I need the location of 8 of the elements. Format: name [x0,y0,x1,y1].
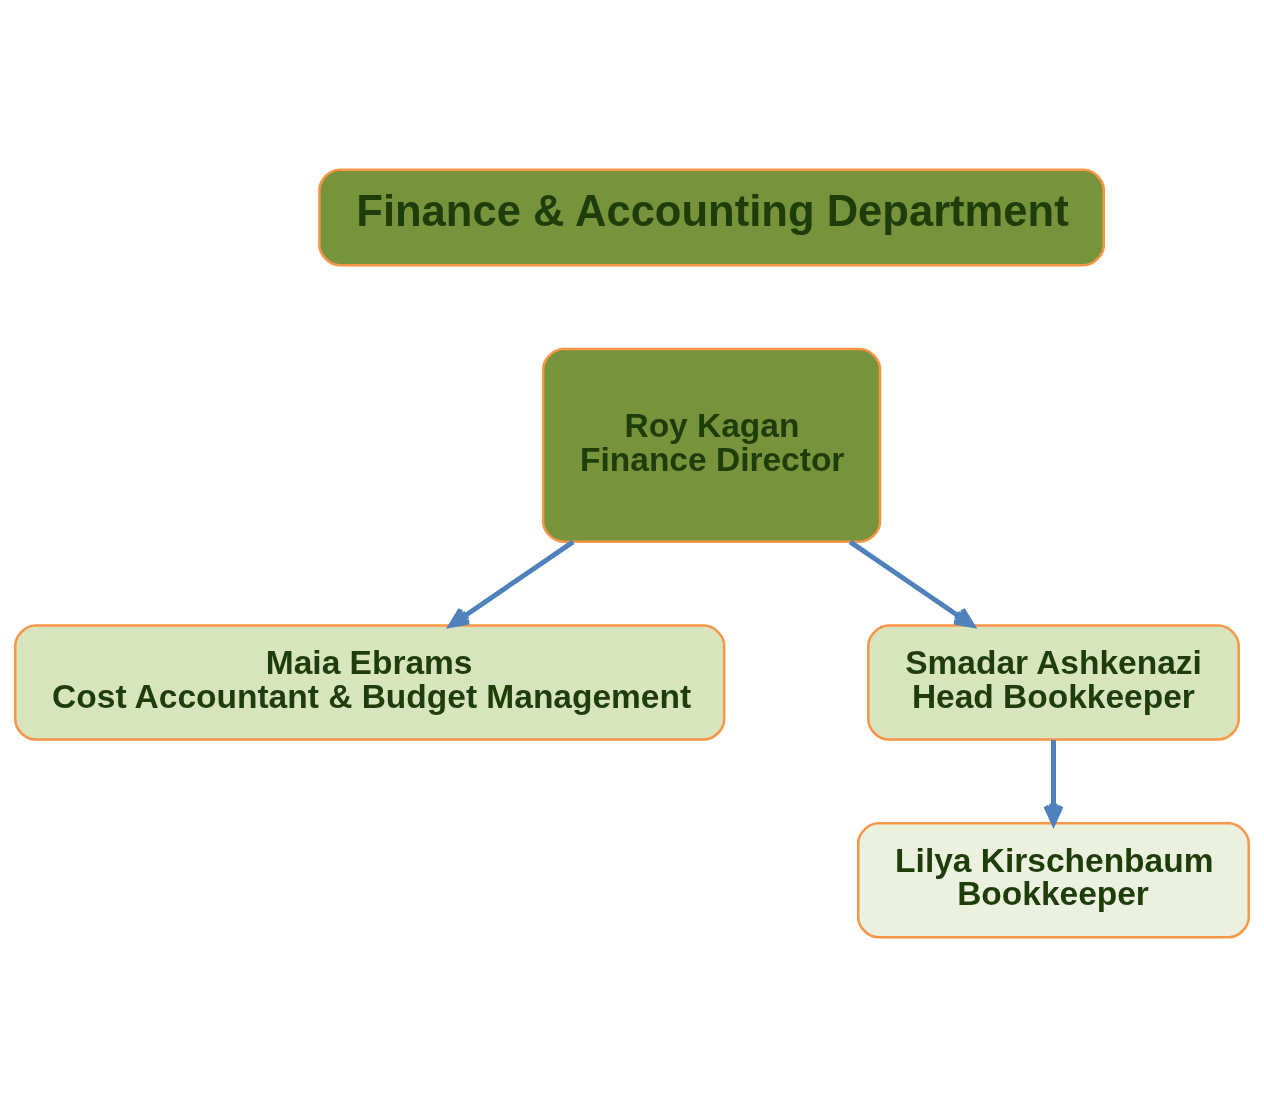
node-box: Lilya Kirschenbaum Bookkeeper [857,822,1250,939]
arrow [1043,739,1064,826]
arrow [848,539,975,628]
node-box: Finance & Accounting Department [318,168,1106,267]
node-box: Roy Kagan Finance Director [541,347,882,544]
node-box: Smadar Ashkenazi Head Bookkeeper [867,624,1240,741]
arrow [448,539,575,628]
node-box: Maia Ebrams Cost Accountant & Budget Management [14,624,726,741]
